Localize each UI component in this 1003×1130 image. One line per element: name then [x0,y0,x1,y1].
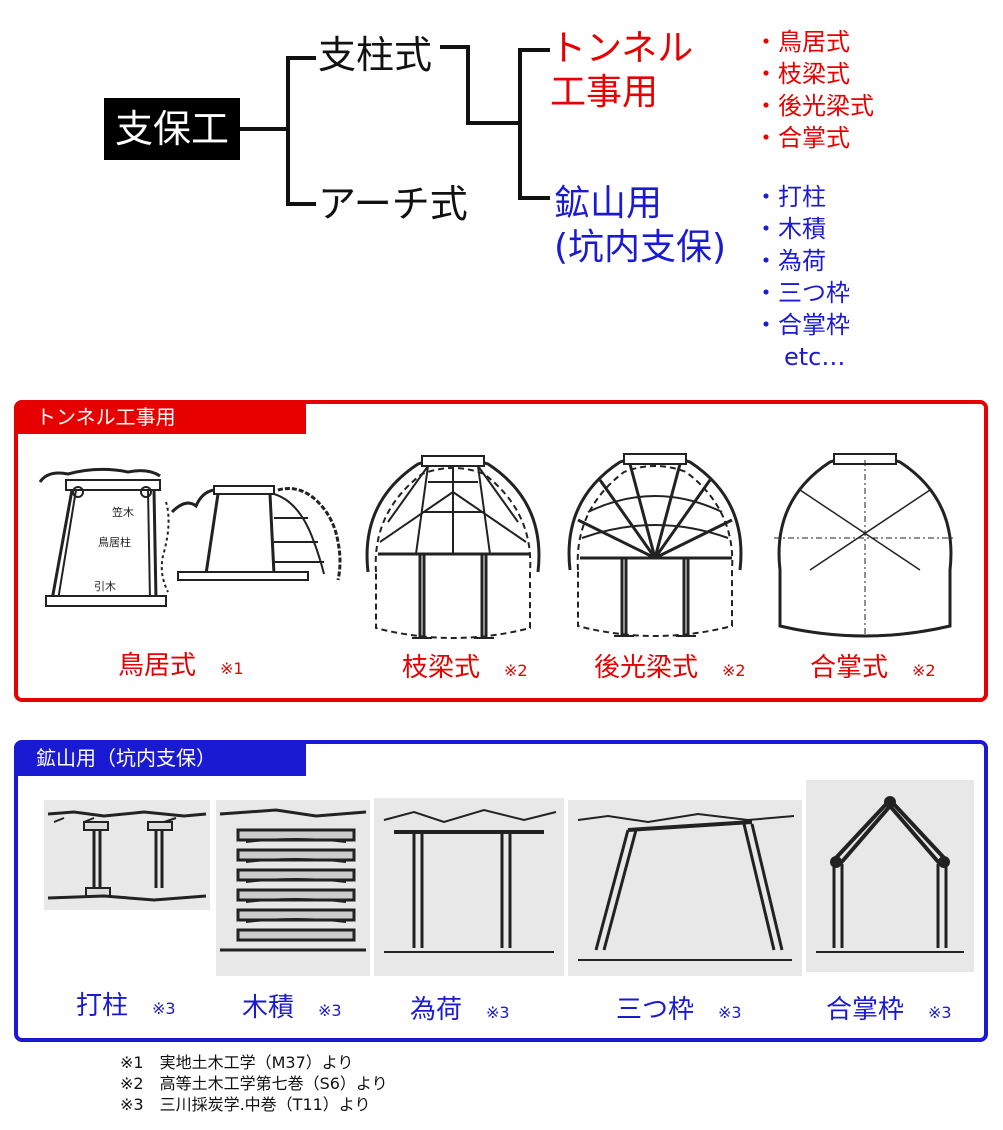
footnote: ※1 実地土木工学（M37）より [120,1053,354,1072]
caption-name: 三つ枠 [616,995,695,1025]
footnote: ※3 三川採炭学.中巻（T11）より [120,1095,371,1114]
caption-ref: ※2 [722,661,746,680]
branch-beam-drawing [365,455,541,639]
tunnel-type-list: ・鳥居式 ・枝梁式 ・後光梁式 ・合掌式 [754,26,874,154]
connector [286,56,290,206]
crib-drawing [216,800,370,976]
prop-drawing [44,800,210,910]
caption-name: 合掌枠 [826,995,905,1025]
three-piece-set-drawing [568,800,802,976]
caption-gassho: 合掌式 ※2 [810,652,936,687]
connector [440,45,468,49]
connector [466,45,470,125]
root-node: 支保工 [104,98,240,160]
set-drawing [374,798,564,976]
halo-beam-drawing [567,453,743,637]
caption-name: 枝梁式 [402,653,481,683]
drawing-label-pillar: 鳥居柱 [98,535,131,549]
list-item: ・合掌式 [754,124,850,152]
tunnel-label: トンネル 工事用 [550,27,693,115]
caption-ref: ※3 [486,1003,510,1022]
torii-type-drawing: 笠木 鳥居柱 引木 [38,467,342,607]
caption-halo-beam: 後光梁式 ※2 [594,652,746,687]
list-item: ・鳥居式 [754,28,850,56]
caption-ref: ※3 [928,1003,952,1022]
caption-name: 鳥居式 [118,651,197,681]
connector [466,121,520,125]
footnotes: ※1 実地土木工学（M37）より ※2 高等土木工学第七巻（S6）より ※3 三… [120,1052,388,1115]
caption-a-frame-set: 合掌枠 ※3 [826,994,952,1029]
caption-crib: 木積 ※3 [242,992,342,1027]
list-item: ・三つ枠 [754,279,850,307]
caption-three-piece-set: 三つ枠 ※3 [616,994,742,1029]
drawing-label-sill: 引木 [94,579,116,593]
connector [518,196,550,200]
caption-ref: ※1 [220,659,244,678]
tunnel-panel-title: トンネル工事用 [14,400,306,434]
caption-branch-beam: 枝梁式 ※2 [402,652,528,687]
caption-ref: ※2 [504,661,528,680]
caption-ref: ※2 [912,661,936,680]
caption-ref: ※3 [318,1001,342,1020]
mine-label-line2: (坑内支保) [554,227,727,268]
gassho-type-drawing [774,453,956,638]
list-item: ・枝梁式 [754,60,850,88]
mine-label: 鉱山用 (坑内支保) [554,182,726,270]
list-item: etc… [784,343,846,371]
caption-torii: 鳥居式 ※1 [118,650,244,685]
connector [518,48,522,198]
list-item: ・合掌枠 [754,311,850,339]
connector [240,127,288,131]
caption-name: 合掌式 [810,653,889,683]
caption-name: 木積 [242,993,295,1023]
list-item: ・木積 [754,215,826,243]
caption-name: 打柱 [76,991,129,1021]
caption-name: 後光梁式 [594,653,699,683]
branch-pillar: 支柱式 [318,33,433,77]
caption-name: 為荷 [410,995,463,1025]
list-item: ・為荷 [754,247,826,275]
footnote: ※2 高等土木工学第七巻（S6）より [120,1074,388,1093]
caption-set: 為荷 ※3 [410,994,510,1029]
connector [286,56,316,60]
a-frame-set-drawing [806,780,974,972]
mine-label-line1: 鉱山用 [554,183,663,224]
caption-ref: ※3 [718,1003,742,1022]
mine-type-list: ・打柱 ・木積 ・為荷 ・三つ枠 ・合掌枠 etc… [754,181,850,373]
caption-prop: 打柱 ※3 [76,990,176,1025]
list-item: ・打柱 [754,183,826,211]
connector [518,48,550,52]
mine-panel-title: 鉱山用（坑内支保） [14,740,306,776]
mine-panel [14,740,988,1042]
drawing-label-top-beam: 笠木 [112,505,134,519]
connector [286,202,316,206]
tunnel-label-line2: 工事用 [550,72,659,113]
tunnel-label-line1: トンネル [550,28,694,69]
list-item: ・後光梁式 [754,92,874,120]
tunnel-panel [14,400,988,702]
branch-arch: アーチ式 [318,182,468,226]
caption-ref: ※3 [152,999,176,1018]
